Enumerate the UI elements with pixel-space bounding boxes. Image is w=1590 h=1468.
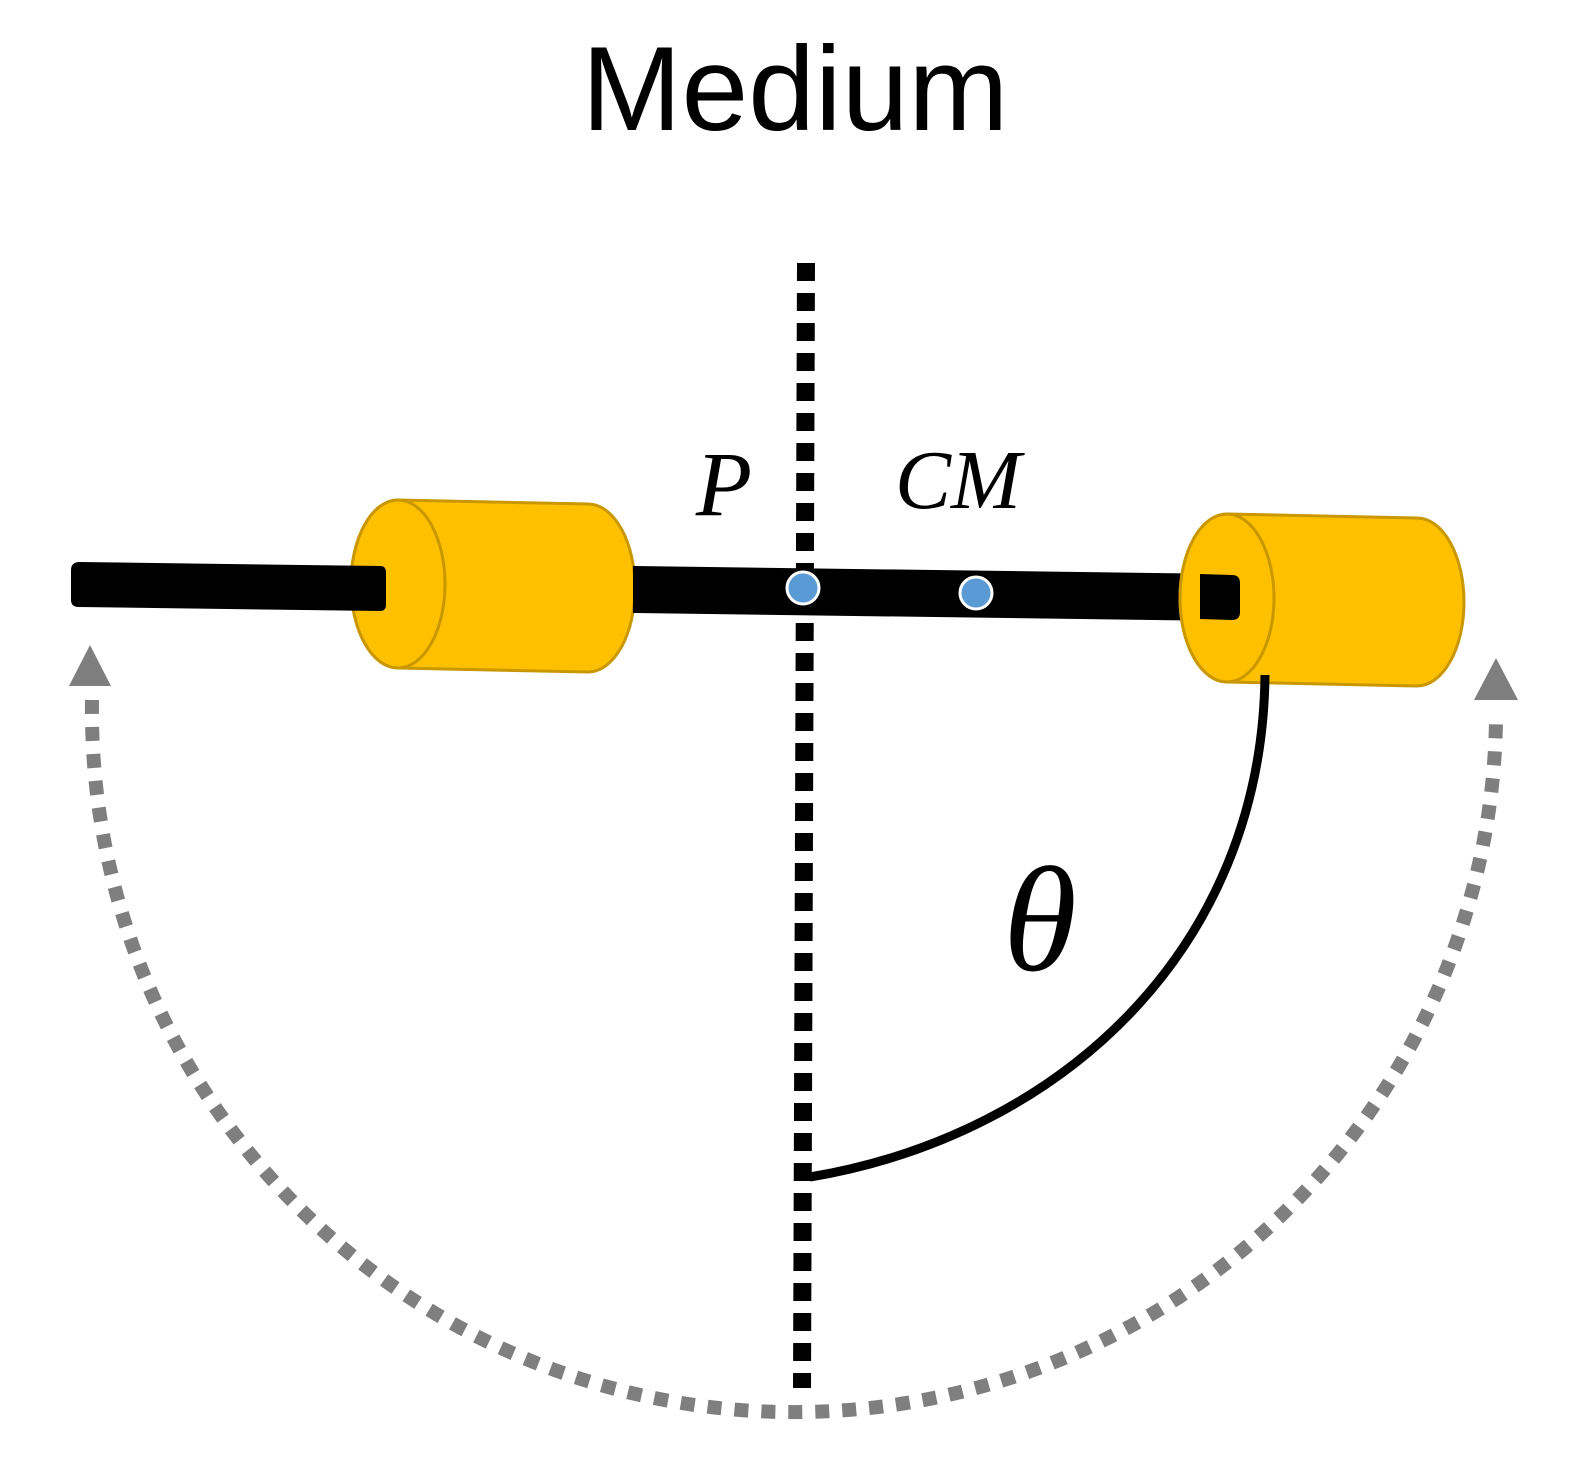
swing-arrow — [69, 645, 1518, 1419]
left-weight — [349, 498, 637, 674]
rod-main-segment — [633, 566, 1238, 621]
pivot-point — [785, 570, 821, 606]
center-of-mass-point — [958, 575, 994, 611]
right-weight — [1178, 512, 1466, 688]
angle-label: θ — [1003, 837, 1077, 1003]
swing-arrowhead-left — [69, 645, 111, 686]
pivot-label: P — [695, 433, 752, 535]
rod-left-segment — [71, 562, 386, 611]
swing-arc — [84, 699, 1503, 1419]
center-of-mass-label: CM — [895, 434, 1025, 527]
rod-right-end — [1200, 574, 1240, 620]
swing-arrowhead-right — [1474, 658, 1518, 700]
page-title: Medium — [582, 22, 1009, 156]
vertical-axis — [793, 262, 815, 1389]
angle-arc — [809, 674, 1270, 1182]
